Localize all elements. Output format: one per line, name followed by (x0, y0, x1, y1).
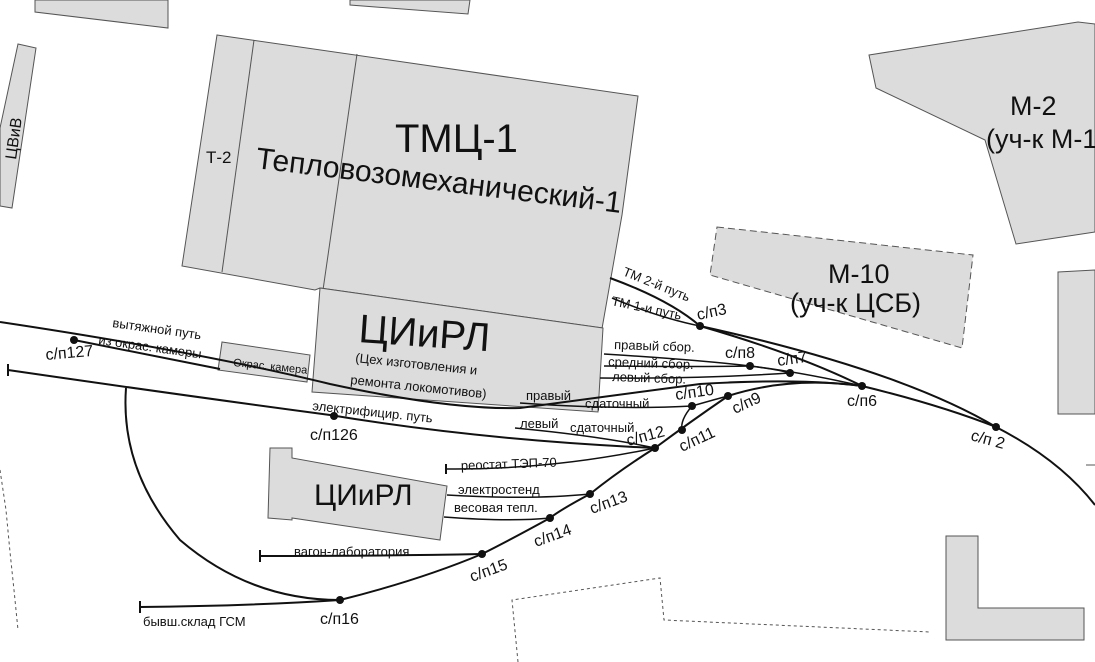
divider-tmc (322, 53, 358, 291)
label-m10-sub: (уч-к ЦСБ) (790, 288, 921, 318)
label-sp126: с/п126 (310, 427, 358, 444)
switch-13 (586, 490, 594, 498)
track-left-sdat (514, 427, 656, 449)
track-electrostend (446, 493, 591, 499)
building-right-edge (1057, 269, 1095, 415)
building-ciirl (311, 287, 604, 413)
track-reostat (445, 447, 656, 470)
label-electrostend: электростенд (458, 482, 540, 497)
label-tsviv: ЦВиВ (3, 116, 26, 160)
label-left-sbor: левый сбор. (612, 369, 686, 387)
track-left-sbor (599, 372, 791, 379)
label-sp15: с/п15 (468, 556, 510, 585)
switch-2 (992, 423, 1000, 431)
switch-126 (330, 412, 338, 420)
switch-11 (678, 426, 686, 434)
track-sbor-join (749, 365, 863, 387)
label-sp10: с/п10 (674, 382, 715, 404)
building-m10 (709, 226, 974, 349)
label-reostat: реостат ТЭП-70 (461, 455, 557, 473)
track-electr (7, 369, 656, 449)
label-gsm: бывш.склад ГСМ (143, 614, 246, 629)
label-sp16: с/п16 (320, 611, 359, 628)
building-ciirl-lower (267, 447, 448, 541)
label-vesovaya: весовая тепл. (454, 500, 538, 515)
label-right-sbor: правый сбор. (614, 337, 695, 355)
switch-6 (858, 382, 866, 390)
switch-14 (546, 514, 554, 522)
switch-9 (724, 392, 732, 400)
switch-127 (70, 336, 78, 344)
label-t2: Т-2 (206, 148, 232, 167)
track-mid-sbor (603, 365, 751, 368)
label-sp7: с/п7 (776, 349, 808, 370)
building-okras (217, 341, 311, 383)
track-loop (124, 387, 341, 601)
switch-15 (478, 550, 486, 558)
switch-10 (688, 402, 696, 410)
track-right-sdat (519, 395, 729, 409)
label-ciirl-title: ЦИиРЛ (357, 307, 491, 360)
track-vesovaya (443, 516, 551, 521)
track-sdat-join (727, 381, 863, 397)
building-lower-right (945, 535, 1085, 641)
track-ladder (339, 395, 729, 601)
switch-16 (336, 596, 344, 604)
label-sp2: с/п 2 (969, 427, 1007, 452)
track-tm-main (699, 325, 997, 428)
fence-left (0, 469, 19, 631)
label-tmc1-title: ТМЦ-1 (395, 117, 518, 161)
label-sp127: с/п127 (45, 343, 94, 364)
switch-7 (786, 369, 794, 377)
track-tm1 (611, 297, 701, 327)
label-right-sdat2: сдаточный (585, 396, 649, 411)
label-sp6: с/п6 (847, 393, 877, 410)
label-mid-sbor: средний сбор. (608, 354, 694, 372)
building-top-left (34, 0, 169, 29)
label-left-sdat2: сдаточный (570, 420, 634, 435)
fence-bottom (511, 577, 931, 662)
label-ciirl-lower: ЦИиРЛ (314, 479, 413, 512)
label-m2-sub: (уч-к М-1 (986, 124, 1095, 154)
track-main (0, 321, 1095, 506)
label-m2-title: М-2 (1010, 91, 1057, 121)
label-sp3: с/п3 (695, 301, 728, 324)
building-tsviv (0, 43, 37, 209)
track-pull (73, 339, 221, 370)
label-sp8: с/п8 (725, 345, 755, 362)
label-sp14: с/п14 (532, 521, 574, 550)
track-gsm (139, 599, 341, 608)
label-right-sdat1: правый (526, 388, 571, 403)
label-sp13: с/п13 (588, 488, 630, 517)
label-vagon: вагон-лаборатория (294, 544, 409, 559)
switch-3 (696, 322, 704, 330)
switch-8 (746, 362, 754, 370)
building-top-center (349, 0, 471, 15)
divider-t2 (221, 39, 255, 273)
label-left-sdat1: левый (520, 416, 558, 431)
track-vagon (259, 553, 483, 557)
label-m10-title: М-10 (828, 259, 890, 289)
building-m2 (868, 21, 1095, 245)
switch-12 (651, 444, 659, 452)
